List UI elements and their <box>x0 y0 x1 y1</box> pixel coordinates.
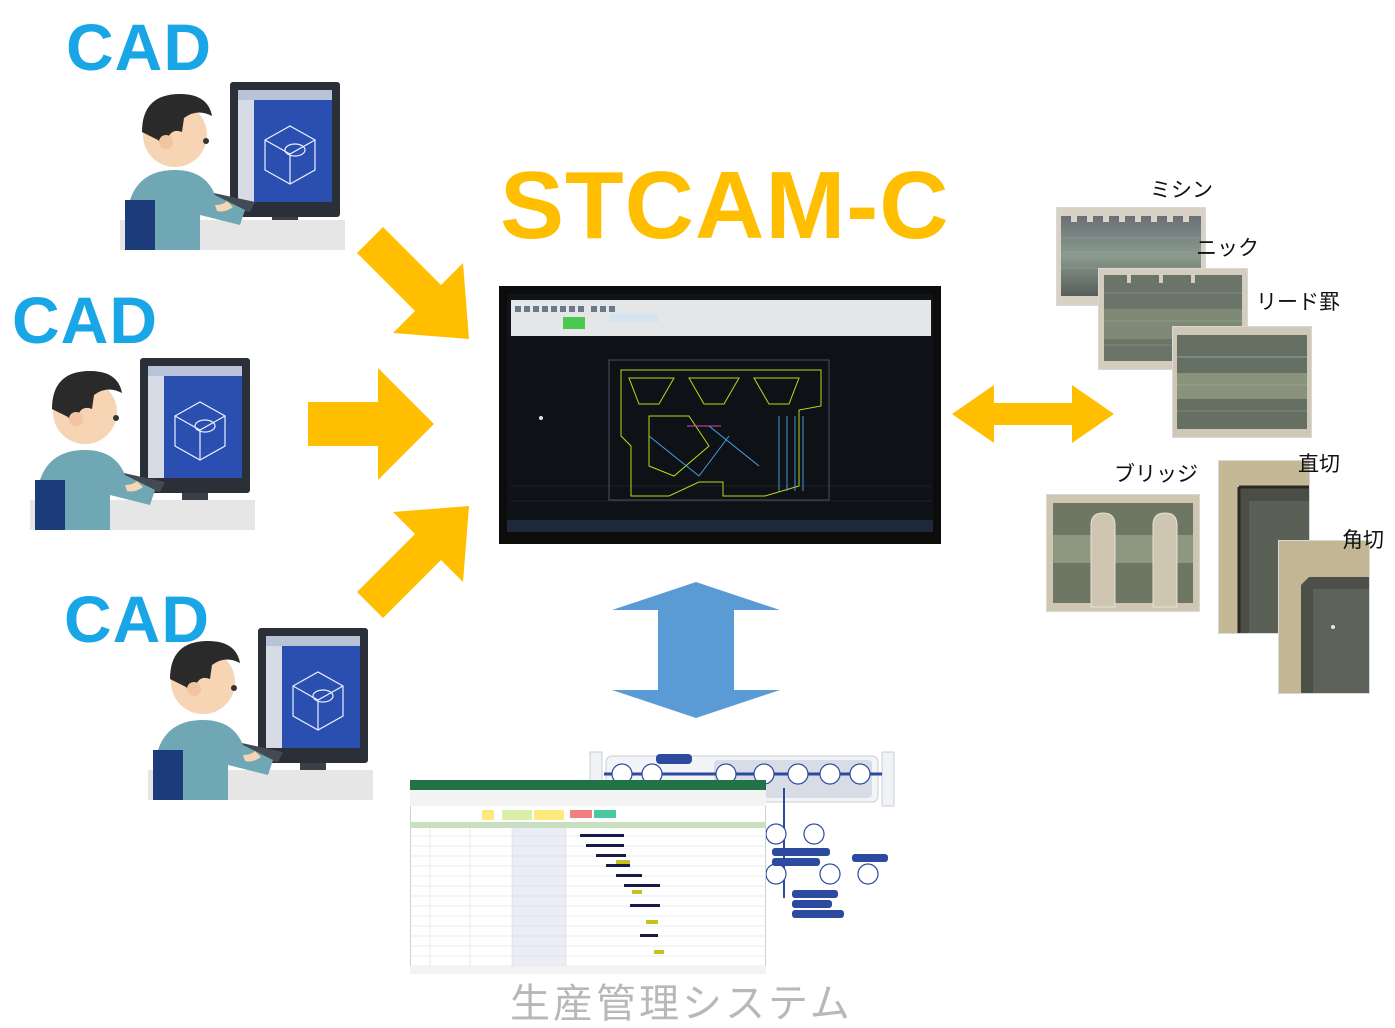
arrow-cad1-to-stcam <box>353 227 469 339</box>
production-gantt-spreadsheet <box>410 780 766 974</box>
arrow-cad3-to-stcam <box>353 506 469 618</box>
bidirectional-arrow-stcam-production <box>612 582 780 718</box>
cad-label-3: CAD <box>64 582 210 656</box>
label-mishin: ミシン <box>1150 178 1213 202</box>
sample-photo-lead <box>1172 326 1312 438</box>
sample-photo-bridge <box>1046 494 1200 612</box>
cad-label-2: CAD <box>12 283 158 357</box>
label-nick: ニック <box>1196 236 1259 260</box>
arrow-cad2-to-stcam <box>308 368 434 480</box>
stcam-monitor-screenshot <box>499 286 941 544</box>
label-lead: リード罫 <box>1256 290 1340 314</box>
sample-photo-corner <box>1278 540 1370 694</box>
bidirectional-arrow-stcam-samples <box>952 385 1114 443</box>
cad-workstation-illustration-3 <box>148 628 373 800</box>
label-bridge: ブリッジ <box>1114 462 1198 486</box>
cad-label-1: CAD <box>66 10 212 84</box>
stcam-title: STCAM-C <box>500 152 950 259</box>
label-corner: 角切 <box>1342 528 1384 552</box>
cad-workstation-illustration-2 <box>30 358 255 530</box>
cad-workstation-illustration-1 <box>120 82 345 250</box>
production-management-label: 生産管理システム <box>510 981 853 1027</box>
label-straight: 直切 <box>1298 452 1340 476</box>
